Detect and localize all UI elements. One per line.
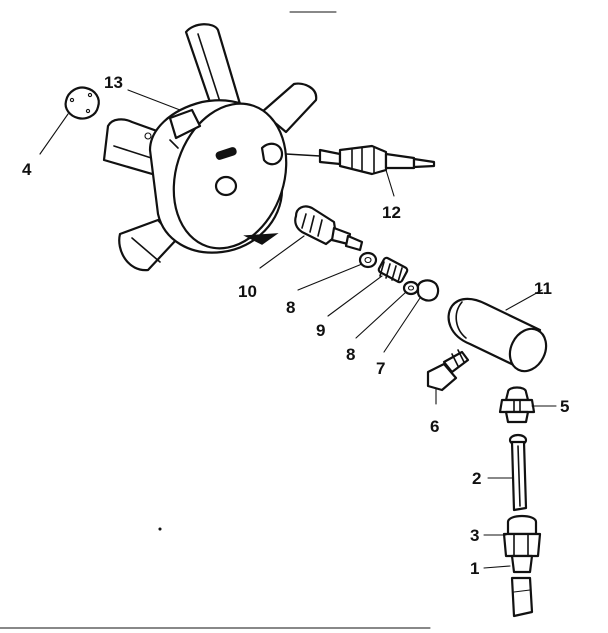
part-4-gasket	[64, 86, 100, 120]
part-12-electrode	[285, 144, 436, 176]
part-2-tube	[508, 433, 528, 512]
part-5-nozzle-fitting	[498, 386, 536, 424]
callout-7: 7	[376, 359, 385, 378]
callout-6: 6	[430, 417, 439, 436]
part-9-spring	[377, 256, 409, 284]
callout-3: 3	[470, 526, 479, 545]
callout-10: 10	[238, 282, 257, 301]
callout-4: 4	[22, 160, 32, 179]
part-1-nozzle-tip	[510, 576, 534, 618]
part-6-elbow-fitting	[426, 349, 470, 392]
callout-11: 11	[534, 279, 552, 298]
part-13-fan-housing	[102, 23, 318, 272]
callout-8-upper: 8	[286, 298, 295, 317]
callout-8-lower: 8	[346, 345, 355, 364]
callout-5: 5	[560, 397, 569, 416]
leader-lines	[39, 89, 557, 569]
callout-12: 12	[382, 203, 401, 222]
scan-artifacts	[0, 11, 431, 629]
callout-13: 13	[104, 73, 123, 92]
part-10-valve-body	[294, 205, 364, 252]
part-8-washer-upper	[358, 251, 378, 269]
callout-9: 9	[316, 321, 325, 340]
part-11-filter	[447, 297, 548, 373]
callout-labels: 4 13 12 10 8 9 8 7 6 11 5 2 3 1	[22, 73, 569, 578]
callout-2: 2	[472, 469, 481, 488]
part-3-fitting	[502, 514, 542, 574]
callout-1: 1	[470, 559, 479, 578]
part-7-valve-cap	[416, 279, 440, 302]
